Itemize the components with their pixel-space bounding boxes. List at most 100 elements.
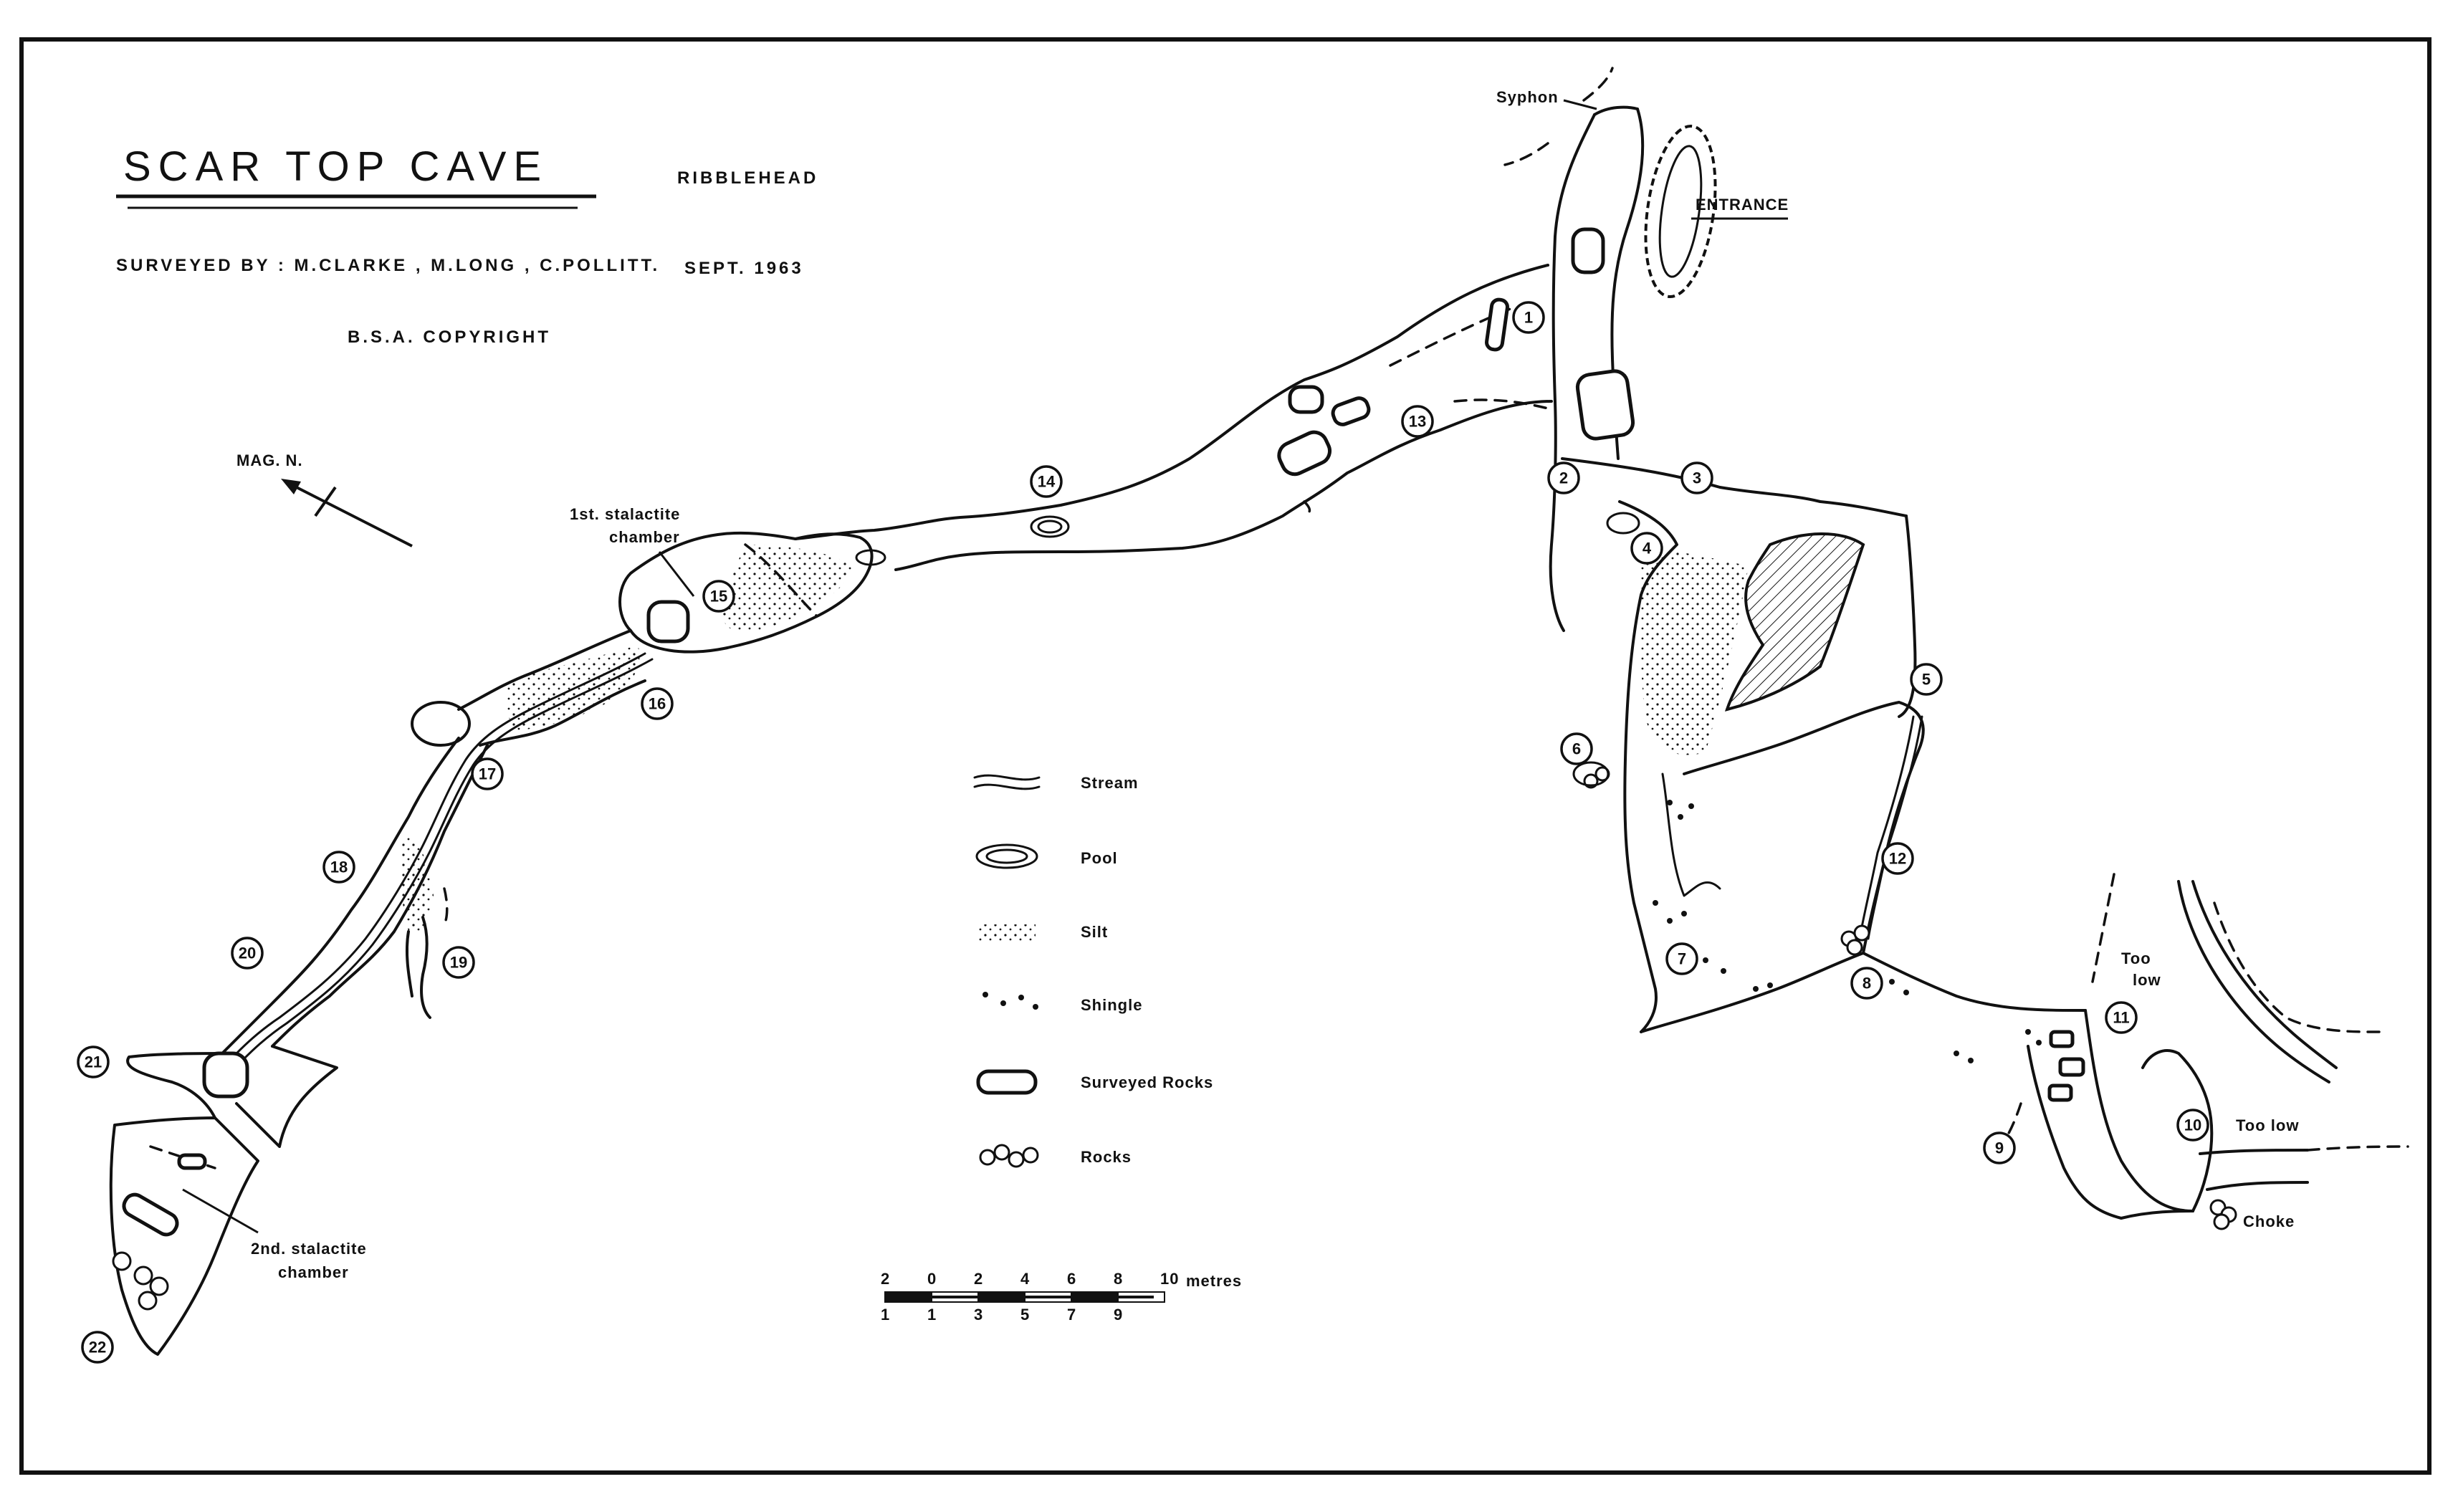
legend-pool: Pool (975, 843, 1118, 869)
survey-station: 2 (1547, 461, 1580, 494)
survey-station-ring (1401, 405, 1434, 438)
survey-station: 1 (1512, 301, 1545, 334)
survey-station-number: 5 (1922, 671, 1931, 689)
scale-unit: metres (1186, 1272, 1242, 1290)
stream-southwest (235, 652, 654, 1061)
rock-clusters (112, 766, 2237, 1311)
survey-station-number: 14 (1038, 473, 1056, 491)
survey-station-ring (231, 937, 264, 970)
survey-station-ring (1881, 842, 1914, 875)
survey-station: 15 (702, 580, 735, 613)
chamber-1-leader (658, 551, 695, 597)
survey-station-number: 9 (1995, 1139, 2004, 1157)
scale-tick-label: 2 (974, 1270, 983, 1288)
scale-tick-label-lower: 1 (881, 1306, 890, 1324)
survey-station-number: 19 (450, 954, 467, 972)
scale-tick-label: 8 (1114, 1270, 1123, 1288)
eastern-passages (1561, 457, 2409, 1220)
map-border (19, 37, 2432, 1475)
survey-station: 18 (322, 851, 355, 884)
survey-station-ring (702, 580, 735, 613)
survey-station-number: 16 (649, 695, 666, 713)
too-low-label-a-line1: Too (2121, 949, 2151, 967)
chamber-1-label-line2: chamber (609, 528, 680, 546)
syphon-leader (1563, 99, 1597, 110)
scale-tick-label-lower: 5 (1020, 1306, 1030, 1324)
survey-station-number: 8 (1863, 975, 1871, 992)
svg-text:Pool: Pool (1081, 849, 1118, 867)
surveyors-label: SURVEYED BY : M.CLARKE , M.LONG , C.POLL… (116, 256, 660, 275)
north-arrow-icon (281, 479, 413, 547)
survey-station-ring (322, 851, 355, 884)
survey-station-ring (1850, 967, 1883, 1000)
survey-date: SEPT. 1963 (684, 259, 804, 278)
survey-station: 9 (1983, 1131, 2016, 1164)
survey-station-number: 3 (1693, 469, 1701, 487)
scale-tick-label: 0 (927, 1270, 937, 1288)
survey-station-ring (442, 946, 475, 979)
scale-tick-label: 6 (1067, 1270, 1076, 1288)
stalactite-chamber-1 (618, 531, 874, 654)
survey-station-number: 10 (2184, 1116, 2201, 1134)
survey-station-ring (1030, 465, 1063, 498)
scale-tick-label-lower: 3 (974, 1306, 983, 1324)
survey-station-ring (1630, 532, 1663, 565)
survey-station-number: 4 (1642, 540, 1652, 558)
survey-station: 17 (471, 757, 504, 790)
too-low-label-b: Too low (2236, 1116, 2299, 1134)
scale-tick-label: 2 (881, 1270, 890, 1288)
legend: Stream Pool Silt Shingle Surveyed Rocks (973, 774, 1213, 1168)
scale-tick-label-lower: 1 (927, 1306, 937, 1324)
survey-station-ring (1983, 1131, 2016, 1164)
svg-text:Surveyed Rocks: Surveyed Rocks (1081, 1073, 1213, 1091)
survey-station: 11 (2105, 1001, 2138, 1034)
survey-station: 12 (1881, 842, 1914, 875)
magnetic-north-label: MAG. N. (236, 451, 303, 469)
too-low-label-a-line2: low (2133, 971, 2161, 989)
syphon-label: Syphon (1496, 88, 1559, 106)
copyright-label: B.S.A. COPYRIGHT (348, 327, 551, 347)
survey-station-ring (1560, 732, 1593, 765)
survey-station: 4 (1630, 532, 1663, 565)
entrance-doline (1644, 124, 1717, 299)
survey-station-ring (471, 757, 504, 790)
survey-station-number: 21 (85, 1053, 102, 1071)
survey-station: 19 (442, 946, 475, 979)
survey-station: 20 (231, 937, 264, 970)
survey-station-ring (2176, 1109, 2209, 1142)
survey-station-number: 6 (1572, 740, 1581, 758)
survey-station-number: 7 (1678, 950, 1686, 968)
survey-station: 3 (1680, 461, 1713, 494)
survey-station-ring (1680, 461, 1713, 494)
entrance-label: ENTRANCE (1696, 196, 1789, 214)
survey-station-number: 13 (1409, 413, 1426, 431)
survey-station-number: 2 (1559, 469, 1568, 487)
legend-surveyed-rocks: Surveyed Rocks (976, 1069, 1213, 1095)
choke-label: Choke (2243, 1212, 2295, 1230)
chamber-2-label-line2: chamber (278, 1263, 349, 1281)
chamber-2-label-line1: 2nd. stalactite (251, 1240, 367, 1258)
survey-station-ring (1910, 663, 1943, 696)
map-title: SCAR TOP CAVE (123, 143, 548, 190)
svg-text:Shingle: Shingle (1081, 996, 1142, 1014)
survey-station: 14 (1030, 465, 1063, 498)
chamber-1-label-line1: 1st. stalactite (570, 505, 680, 523)
survey-station-number: 11 (2113, 1009, 2129, 1027)
survey-station: 8 (1850, 967, 1883, 1000)
surveyed-rocks (122, 227, 2085, 1237)
survey-station: 21 (77, 1046, 110, 1078)
legend-stream: Stream (973, 774, 1138, 792)
survey-station-number: 18 (330, 858, 348, 876)
legend-rocks: Rocks (979, 1144, 1131, 1168)
scale-tick-label-lower: 7 (1067, 1306, 1076, 1324)
survey-station-ring (77, 1046, 110, 1078)
survey-station: 6 (1560, 732, 1593, 765)
survey-station-number: 20 (239, 944, 256, 962)
survey-station-ring (81, 1331, 114, 1364)
survey-station-ring (1547, 461, 1580, 494)
survey-station: 5 (1910, 663, 1943, 696)
entrance-passage (1503, 67, 1645, 632)
